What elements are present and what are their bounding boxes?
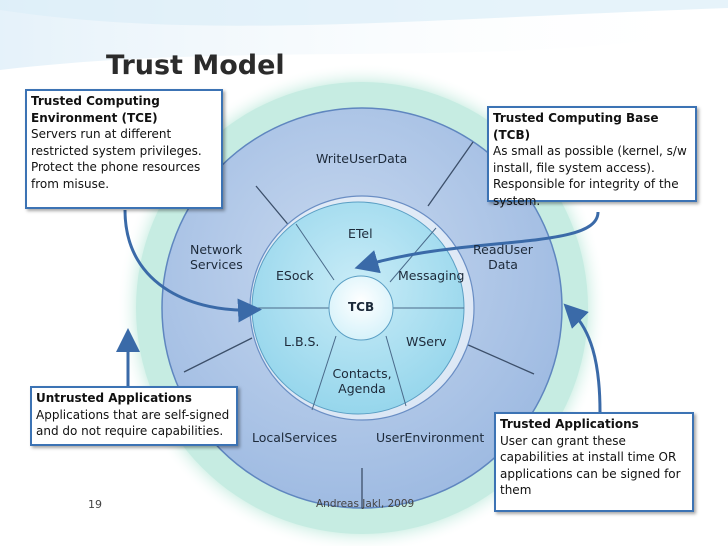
tcb-callout-body: As small as possible (kernel, s/w instal… — [493, 144, 687, 208]
untrusted-callout: Untrusted Applications Applications that… — [30, 386, 238, 446]
page-title: Trust Model — [106, 50, 285, 81]
network-services-label: Network Services — [190, 242, 243, 272]
esock-label: ESock — [276, 268, 314, 283]
tcb-callout: Trusted Computing Base (TCB) As small as… — [487, 106, 697, 208]
trusted-callout-title: Trusted Applications — [500, 417, 639, 431]
tce-callout-body: Servers run at different restricted syst… — [31, 127, 202, 191]
slide-number: 19 — [88, 498, 102, 511]
trusted-callout-body: User can grant these capabilities at ins… — [500, 433, 681, 498]
write-user-data-label: WriteUserData — [316, 151, 408, 166]
tcb-arrow — [354, 211, 600, 274]
trusted-arrow — [563, 303, 602, 413]
tce-callout-title: Trusted Computing Environment (TCE) — [31, 94, 160, 125]
read-user-data-label: ReadUser Data — [473, 242, 533, 272]
etel-label: ETel — [348, 226, 373, 241]
user-environment-label: UserEnvironment — [376, 430, 485, 445]
tcb-callout-title: Trusted Computing Base (TCB) — [493, 111, 659, 142]
tce-arrow — [123, 209, 262, 323]
tcb-circle — [328, 275, 394, 341]
wserv-label: WServ — [406, 334, 447, 349]
untrusted-callout-body: Applications that are self-signed and do… — [36, 407, 230, 439]
tcb-label: TCB — [348, 300, 375, 314]
contacts-agenda-label: Contacts, Agenda — [332, 366, 392, 396]
untrusted-callout-title: Untrusted Applications — [36, 391, 192, 405]
author-footer: Andreas Jakl, 2009 — [316, 498, 415, 510]
tce-callout: Trusted Computing Environment (TCE) Serv… — [25, 89, 223, 209]
local-services-label: LocalServices — [252, 430, 338, 445]
trusted-callout: Trusted Applications User can grant thes… — [494, 412, 694, 512]
lbs-label: L.B.S. — [284, 334, 320, 349]
messaging-label: Messaging — [398, 268, 465, 283]
